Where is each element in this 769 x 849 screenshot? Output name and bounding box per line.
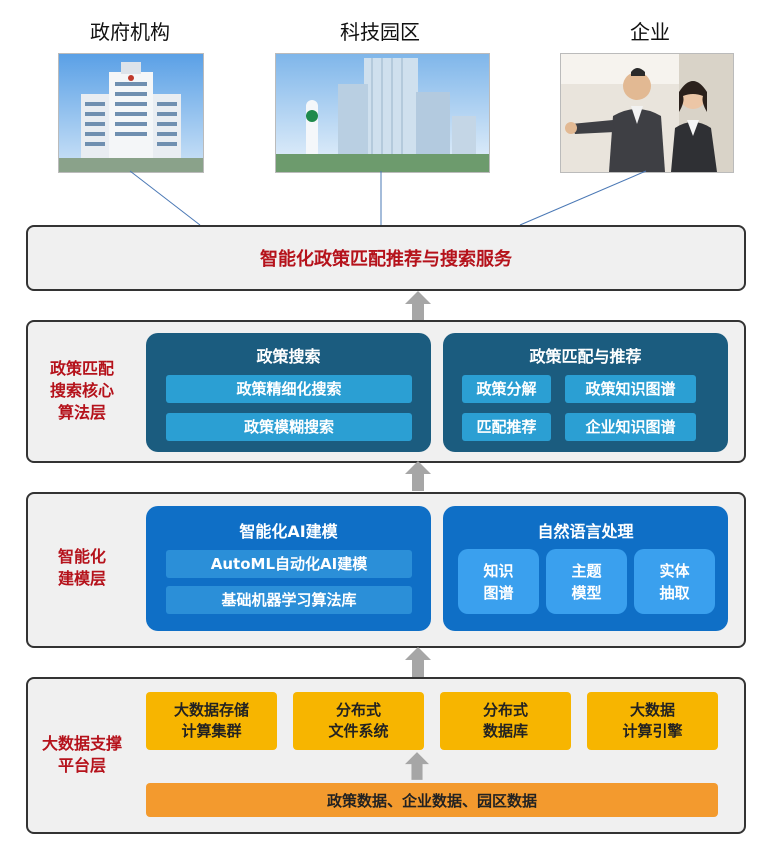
service-bar-label: 智能化政策匹配推荐与搜索服务: [260, 249, 512, 270]
entity-extraction-tile: 实体 抽取: [634, 549, 715, 614]
title-tech-park: 科技园区: [340, 20, 420, 44]
policy-search-title: 政策搜索: [256, 347, 321, 366]
ai-modeling-title: 智能化AI建模: [239, 522, 338, 541]
up-arrow-icon: [405, 291, 431, 321]
distributed-db-box: 分布式 数据库: [440, 692, 571, 750]
title-enterprise: 企业: [630, 20, 670, 44]
title-government: 政府机构: [90, 20, 170, 44]
enterprise-people-image: [560, 53, 734, 173]
policy-match-title: 政策匹配与推荐: [529, 347, 642, 366]
up-arrow-icon: [405, 461, 431, 491]
data-sources-bar: 政策数据、企业数据、园区数据: [146, 783, 718, 817]
service-bar: 智能化政策匹配推荐与搜索服务: [26, 225, 746, 291]
ml-algorithm-library-item: 基础机器学习算法库: [166, 586, 412, 614]
compute-engine-box: 大数据 计算引擎: [587, 692, 718, 750]
up-arrow-icon: [405, 647, 431, 677]
nlp-title: 自然语言处理: [537, 522, 634, 541]
match-recommend-item: 匹配推荐: [462, 413, 551, 441]
policy-decomposition-item: 政策分解: [462, 375, 551, 403]
distributed-fs-box: 分布式 文件系统: [293, 692, 424, 750]
up-arrow-icon: [405, 752, 429, 780]
topic-model-tile: 主题 模型: [546, 549, 627, 614]
storage-cluster-box: 大数据存储 计算集群: [146, 692, 277, 750]
knowledge-graph-tile: 知识 图谱: [458, 549, 539, 614]
connector-lines: [129, 170, 647, 226]
fine-grained-search-item: 政策精细化搜索: [166, 375, 412, 403]
government-building-image: [58, 53, 204, 173]
algorithm-layer-label: 政策匹配 搜索核心 算法层: [49, 359, 114, 422]
fuzzy-search-item: 政策模糊搜索: [166, 413, 412, 441]
modeling-layer-label: 智能化 建模层: [57, 547, 106, 588]
policy-knowledge-graph-item: 政策知识图谱: [565, 375, 696, 403]
automl-item: AutoML自动化AI建模: [166, 550, 412, 578]
tech-park-image: [275, 53, 490, 173]
platform-layer-label: 大数据支撑 平台层: [41, 734, 122, 775]
enterprise-knowledge-graph-item: 企业知识图谱: [565, 413, 696, 441]
